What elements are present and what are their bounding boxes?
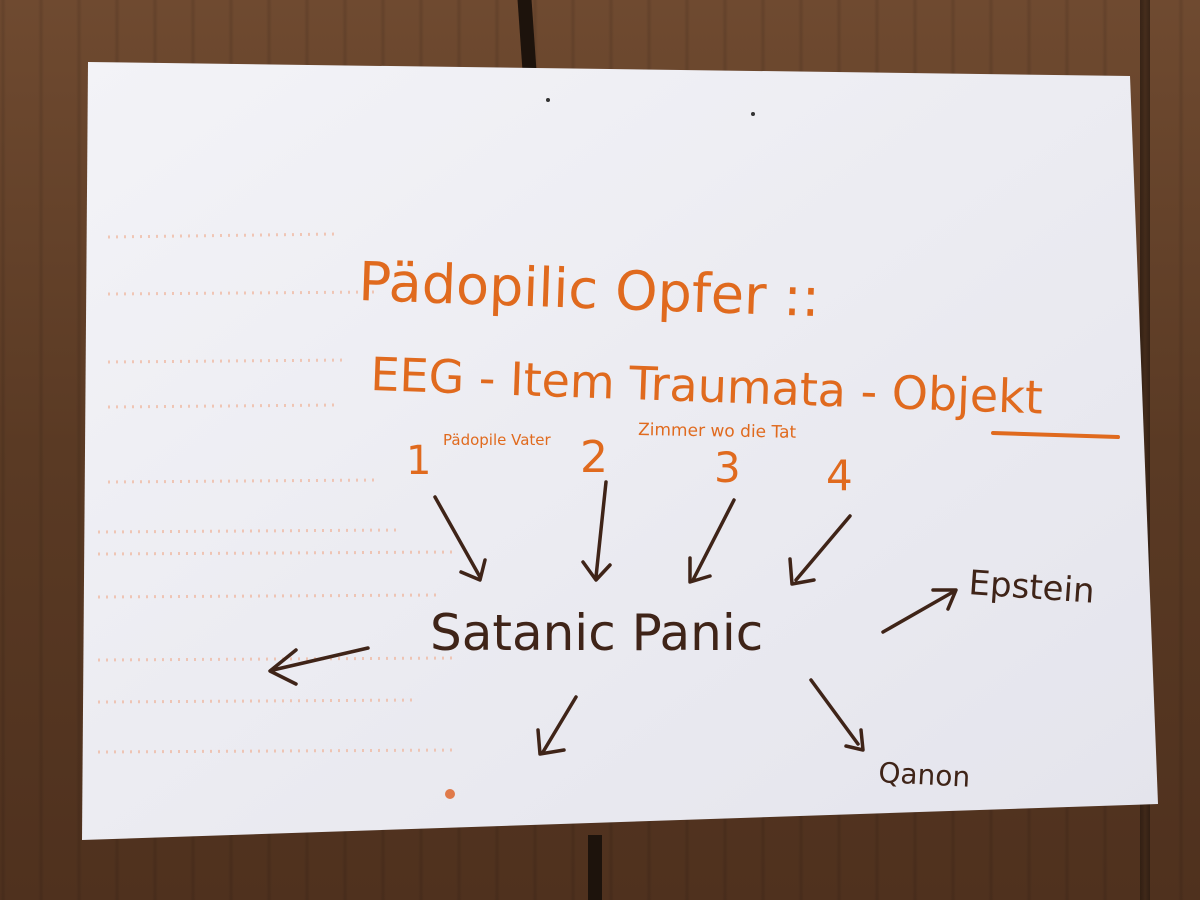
arrows-to-center	[433, 480, 852, 586]
paper-card: Pädopilic Opfer :: EEG - Item Traumata -…	[78, 62, 1158, 840]
number-1-note: Pädopile Vater	[443, 431, 552, 449]
arrows-from-center	[268, 588, 958, 756]
wood-gap	[588, 835, 602, 900]
number-2-note: Zimmer wo die Tat	[638, 420, 797, 443]
paper-card-drawing: Pädopilic Opfer :: EEG - Item Traumata -…	[82, 62, 1158, 840]
paper-sheet	[82, 62, 1158, 840]
strikethrough-mark	[991, 431, 1120, 439]
wood-gap	[1140, 0, 1150, 900]
qanon-text: Qanon	[878, 756, 971, 794]
center-text: Satanic Panic	[430, 604, 763, 662]
ink-spot	[546, 98, 550, 102]
number-2: 2	[580, 432, 608, 483]
ink-spot	[445, 789, 455, 799]
bleed-through-marks	[97, 232, 459, 754]
ink-spot	[751, 112, 755, 116]
number-1: 1	[406, 438, 431, 484]
number-3: 3	[714, 443, 741, 492]
epstein-text: Epstein	[967, 563, 1096, 612]
number-4: 4	[826, 451, 853, 500]
